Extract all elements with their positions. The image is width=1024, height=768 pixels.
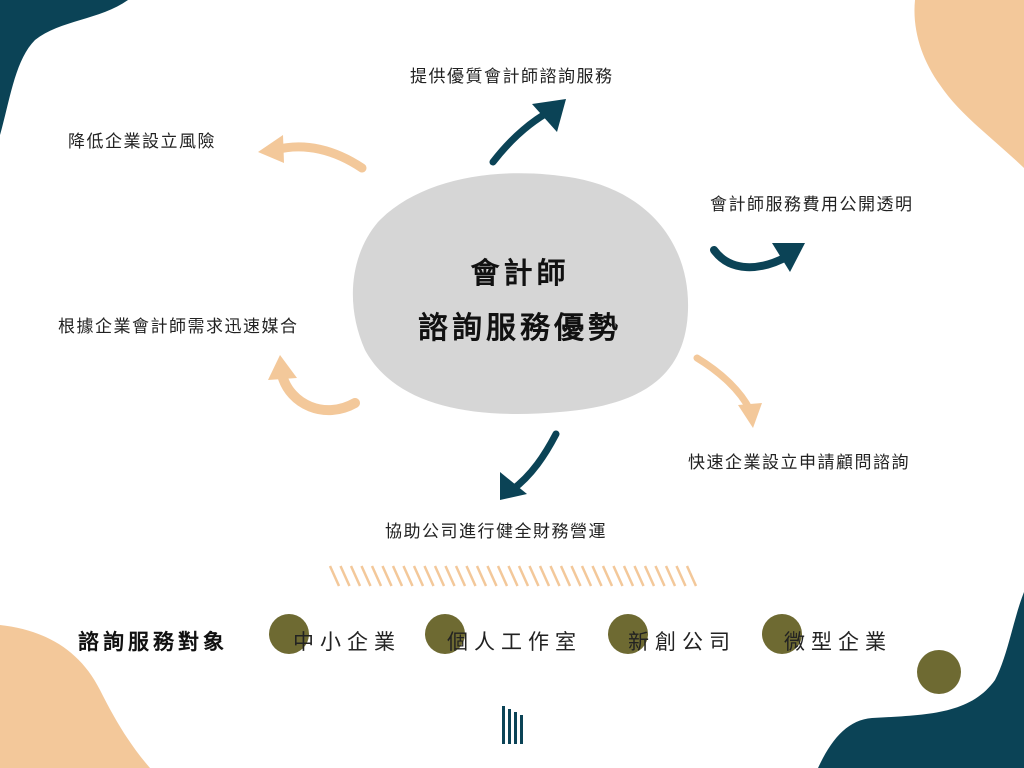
curved-arrow-icon [268, 355, 360, 416]
benefit-top: 提供優質會計師諮詢服務 [410, 67, 614, 87]
hatch-stripe [675, 565, 687, 587]
hatch-stripe [475, 565, 488, 587]
hatch-stripe [528, 565, 540, 587]
curved-arrow-icon [693, 354, 762, 428]
hatch-stripe [664, 565, 677, 587]
hatch-stripe [423, 565, 435, 587]
hatch-stripe [444, 565, 456, 587]
target-bullet [608, 614, 648, 654]
hatch-stripe [622, 565, 635, 587]
hatch-stripe [465, 565, 477, 587]
hatch-stripe [633, 565, 645, 587]
hatch-stripe [496, 565, 509, 587]
curved-arrow-icon [710, 243, 805, 272]
target-bullet [269, 614, 309, 654]
hatch-stripe [685, 565, 698, 587]
hatch-stripe [601, 565, 614, 587]
hatch-stripe [381, 565, 393, 587]
hatch-stripe [549, 565, 561, 587]
bottom-left-peach-blob [0, 625, 150, 768]
center-blob [352, 173, 689, 415]
curved-arrow-icon [258, 135, 367, 173]
hatch-stripe [612, 565, 624, 587]
target-item: 微型企業 [784, 630, 892, 654]
curved-arrow-icon [489, 99, 566, 166]
top-left-navy-blob [0, 0, 128, 135]
benefit-left-middle: 根據企業會計師需求迅速媒合 [58, 317, 299, 337]
hatch-stripe [339, 565, 351, 587]
bottom-right-navy-blob [818, 592, 1024, 768]
target-item: 個人工作室 [447, 630, 582, 654]
center-title-line2: 諮詢服務優勢 [418, 311, 622, 346]
hatch-stripe [591, 565, 603, 587]
hatch-stripe [559, 565, 572, 587]
targets-title: 諮詢服務對象 [78, 630, 228, 654]
center-title-line1: 會計師 [470, 256, 570, 290]
benefit-bottom: 協助公司進行健全財務營運 [385, 522, 607, 542]
hatch-stripe [486, 565, 498, 587]
benefit-right-lower: 快速企業設立申請顧問諮詢 [688, 453, 910, 473]
benefit-right-upper: 會計師服務費用公開透明 [710, 195, 914, 215]
hatch-stripe [349, 565, 362, 587]
target-item: 新創公司 [628, 630, 736, 654]
hatch-stripe [654, 565, 666, 587]
hatch-stripe [454, 565, 467, 587]
target-bullet [762, 614, 802, 654]
hatch-stripe [538, 565, 551, 587]
benefit-top-left: 降低企業設立風險 [68, 132, 216, 152]
vertical-bars-logo [502, 706, 523, 744]
curved-arrow-icon [500, 430, 560, 500]
hatch-stripe [328, 565, 341, 587]
hatch-stripe [643, 565, 656, 587]
hatch-stripe [412, 565, 425, 587]
top-right-peach-blob [914, 0, 1024, 168]
olive-dot-decoration [917, 650, 961, 694]
hatch-stripe [391, 565, 404, 587]
hatch-stripe [402, 565, 414, 587]
hatch-stripe [433, 565, 446, 587]
hatch-stripe [370, 565, 383, 587]
hatch-stripe [517, 565, 530, 587]
target-item: 中小企業 [293, 630, 401, 654]
hatch-stripe [570, 565, 582, 587]
target-bullet [425, 614, 465, 654]
hatch-stripe [580, 565, 593, 587]
hatch-stripe [360, 565, 372, 587]
hatch-stripe [507, 565, 519, 587]
hatch-stripes [328, 565, 698, 587]
